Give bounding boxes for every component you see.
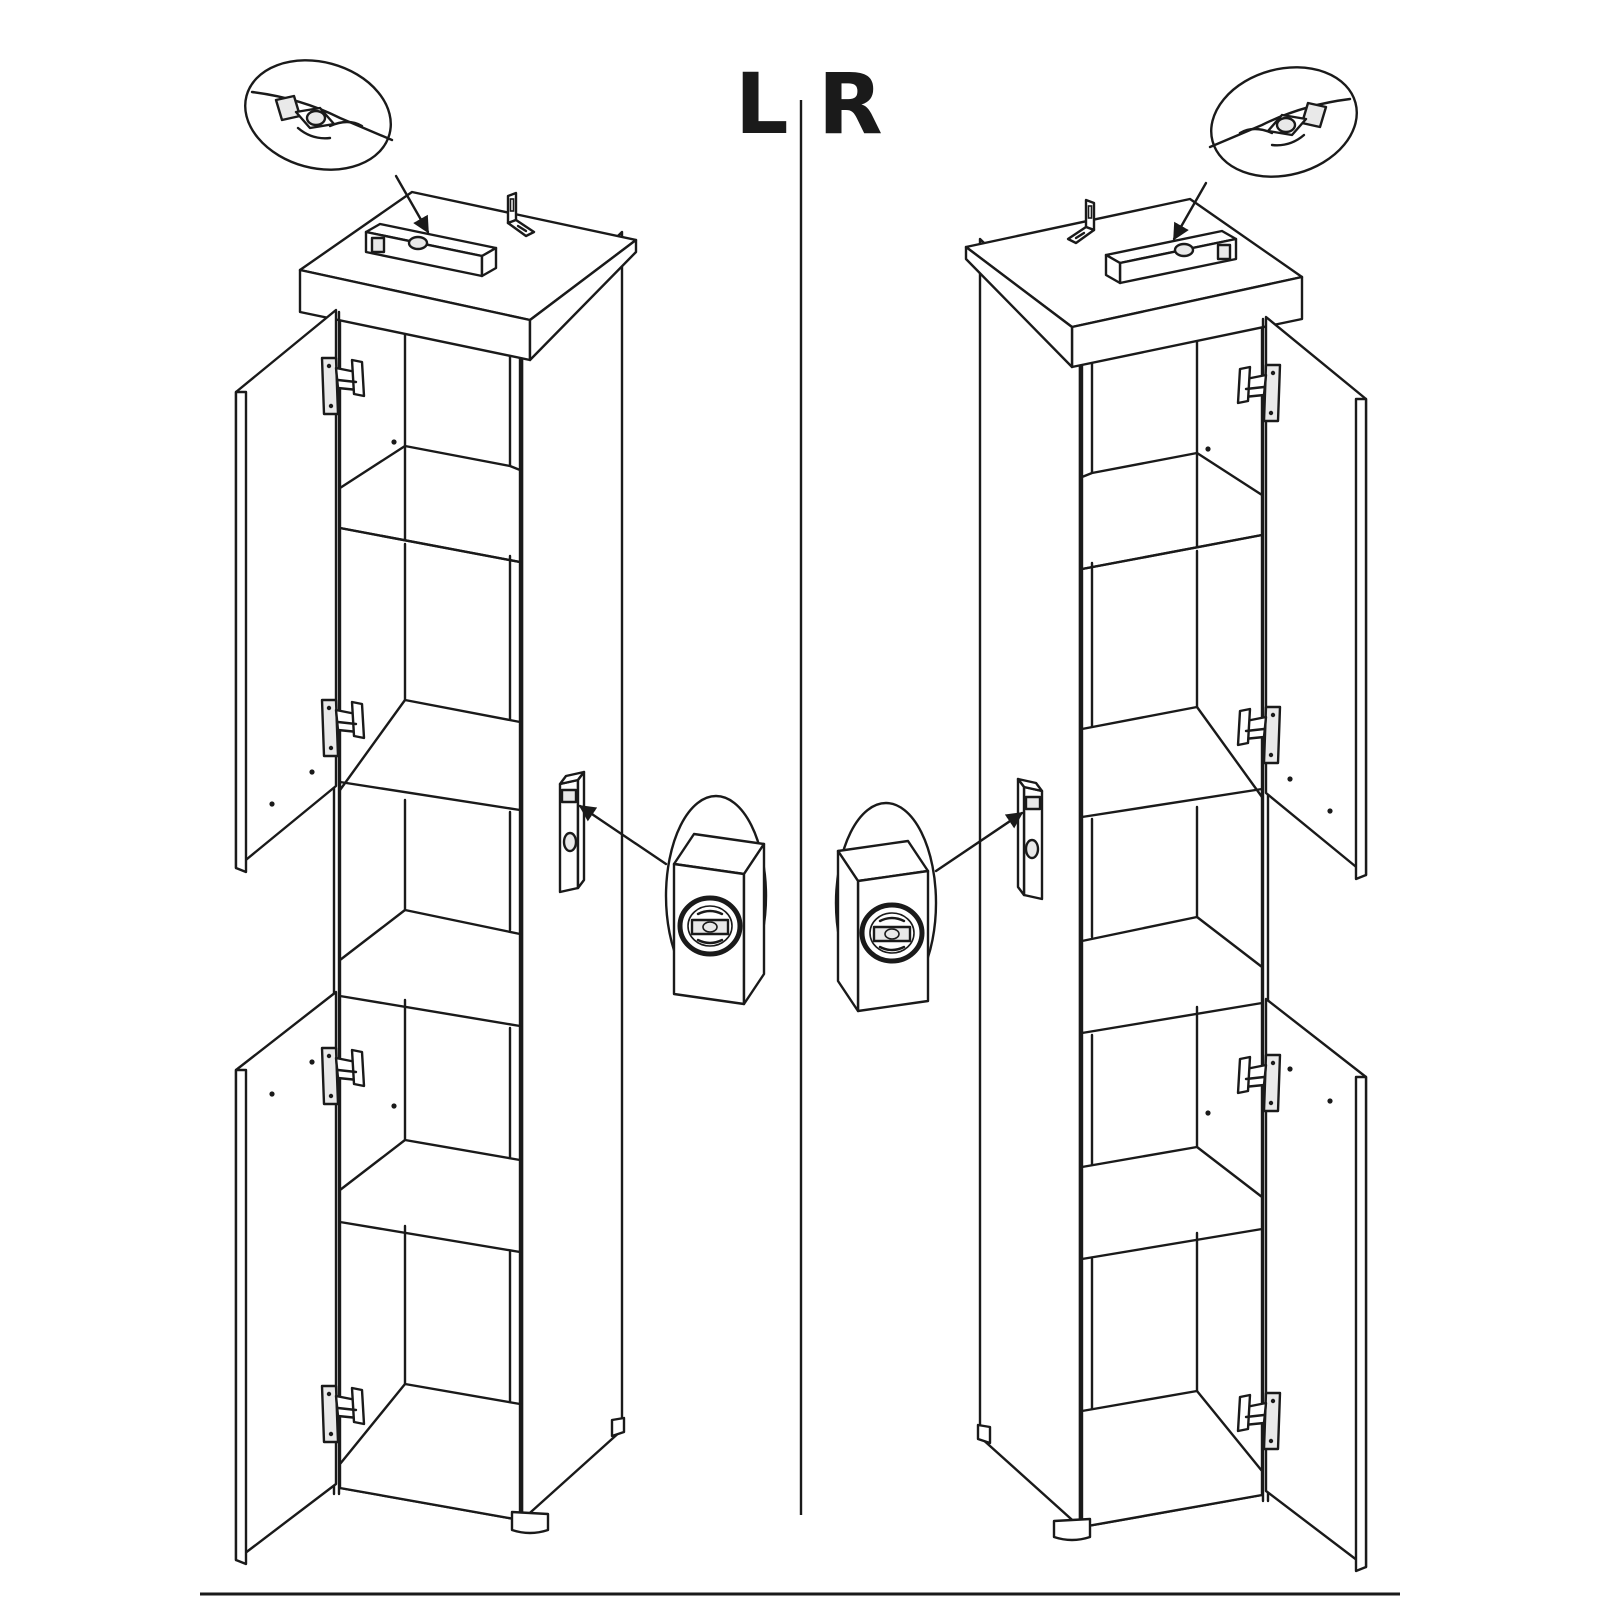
spirit-level-detail-inset <box>1208 66 1358 178</box>
spirit-level-icon <box>1104 229 1238 285</box>
left-cabinet <box>234 59 768 1566</box>
side-spirit-level <box>1016 777 1044 901</box>
cabinet-foot <box>510 1510 550 1535</box>
spirit-level-detail-inset <box>244 59 394 171</box>
right-variant-label: R <box>818 55 883 153</box>
side-level-detail-inset <box>664 794 768 1004</box>
left-variant-label: L <box>735 55 789 153</box>
right-cabinet <box>834 66 1368 1573</box>
lower-door <box>234 990 338 1566</box>
lower-door <box>1264 997 1368 1573</box>
upper-door <box>234 308 338 874</box>
side-level-detail-inset <box>834 801 938 1011</box>
cabinet-foot <box>1052 1517 1092 1542</box>
spirit-level-icon <box>364 222 498 278</box>
side-spirit-level <box>558 770 586 894</box>
upper-door <box>1264 315 1368 881</box>
